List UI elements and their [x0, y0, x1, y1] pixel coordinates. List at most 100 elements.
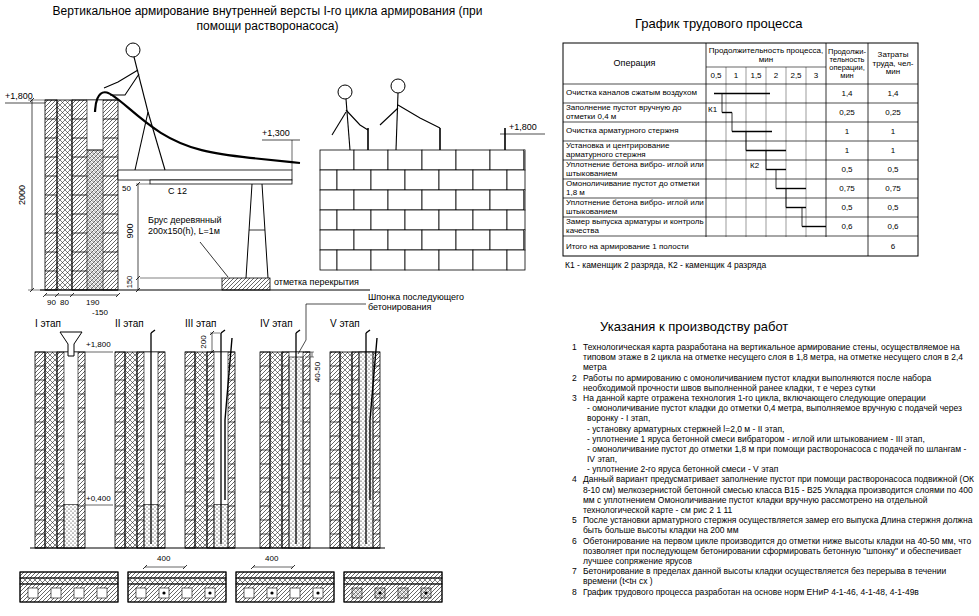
brick: [337, 210, 371, 230]
table-cell: 0,5: [868, 199, 918, 216]
instruction-body: Бетонирование в пределах данной высоты к…: [583, 566, 975, 586]
schedule-bar: [732, 131, 772, 132]
brick: [388, 150, 422, 170]
schedule-link: [746, 132, 747, 151]
mortar-joint: [103, 195, 118, 196]
mortar-joint: [103, 214, 118, 215]
table-cell: 1,4: [826, 85, 868, 102]
dimension-label: 80: [60, 298, 69, 307]
note-label: отметка перекрытия: [274, 277, 359, 287]
dimension-label: 90: [47, 298, 56, 307]
table-cell: 0,25: [826, 104, 868, 121]
mortar-joint: [115, 478, 125, 479]
block-void: [182, 588, 192, 598]
dimension-label: 50: [122, 184, 131, 193]
note-label: Шпонка последующего бетонирования: [368, 292, 480, 313]
instruction-number: 3: [572, 393, 583, 475]
schedule-link: [802, 208, 803, 227]
mortar-joint: [72, 233, 87, 234]
mortar-joint: [260, 520, 270, 521]
instruction-number: 4: [572, 474, 583, 515]
brick: [524, 150, 525, 170]
mortar-joint: [373, 450, 380, 451]
brick: [388, 230, 422, 250]
instruction-text: Бетонирование в пределах данной высоты к…: [583, 566, 975, 586]
mortar-joint: [78, 380, 85, 381]
void-channel: [64, 352, 78, 548]
worker-code: К2: [750, 161, 759, 170]
mortar-joint: [352, 520, 359, 521]
worker-figure: [110, 74, 139, 95]
instruction-item: 5После установки арматурного стержня осу…: [572, 515, 975, 535]
instruction-item: 4Данный вариант предусматривает заполнен…: [572, 474, 975, 515]
instruction-list: 1Технологическая карта разработана на ве…: [572, 342, 975, 597]
dimension-label: 2000: [17, 185, 27, 205]
mortar-joint: [330, 506, 340, 507]
channel-beam: [150, 180, 292, 184]
brick: [473, 210, 507, 230]
mortar-joint: [228, 394, 235, 395]
instruction-number: 7: [572, 566, 583, 586]
mortar-joint: [78, 464, 85, 465]
stand-leg: [262, 184, 268, 278]
mortar-joint: [228, 464, 235, 465]
table-cell: Замер выпуска арматуры и контроль качест…: [566, 218, 704, 235]
mortar-joint: [228, 534, 235, 535]
brick: [337, 250, 371, 270]
scaffold: [95, 92, 370, 292]
mortar-joint: [185, 380, 195, 381]
brick: [490, 230, 524, 250]
insulation-layer: [45, 352, 57, 548]
table-rule: [826, 43, 827, 237]
outer-verst: [45, 100, 57, 290]
dimension-line: [32, 100, 33, 290]
block-void: [244, 588, 254, 598]
mortar-joint: [185, 366, 195, 367]
instruction-text: На данной карте отражена технология 1-го…: [583, 393, 975, 403]
rebar: [504, 128, 506, 150]
mortar-joint: [158, 478, 165, 479]
mortar-joint: [303, 478, 310, 479]
mortar-joint: [57, 506, 64, 507]
instruction-text: - омоноличивание пустот кладки до отметк…: [583, 403, 975, 423]
mortar-joint: [115, 492, 125, 493]
worker-figure: [332, 112, 346, 135]
dimension-tick: [70, 293, 74, 297]
level-line: [262, 140, 300, 141]
mortar-joint: [115, 352, 125, 353]
mortar-joint: [282, 492, 289, 493]
outer-verst: [236, 572, 334, 578]
mortar-joint: [78, 436, 85, 437]
table-frame: [563, 43, 918, 256]
mortar-joint: [35, 436, 45, 437]
table-header: 3: [806, 68, 826, 83]
insulation-layer: [270, 352, 282, 548]
worker-head: [391, 79, 405, 93]
table-cell: Итого на армирование 1 полости: [566, 238, 824, 255]
mortar-joint: [78, 534, 85, 535]
mortar-joint: [137, 478, 144, 479]
outer-verst: [260, 352, 270, 548]
mortar-joint: [185, 422, 195, 423]
schedule-link: [732, 113, 733, 132]
table-cell: 6: [868, 238, 918, 255]
stage-label: V этап: [330, 318, 360, 330]
mortar-joint: [373, 534, 380, 535]
brick: [456, 150, 490, 170]
mortar-joint: [35, 492, 45, 493]
table-cell: 0,6: [826, 218, 868, 235]
dimension-label: +0,400: [86, 494, 111, 503]
mortar-joint: [373, 408, 380, 409]
mortar-joint: [103, 119, 118, 120]
block-void: [159, 588, 169, 598]
mortar-joint: [228, 506, 235, 507]
schedule-bar: [776, 188, 806, 189]
table-legend: К1 - каменщик 2 разряда, К2 - каменщик 4…: [565, 261, 766, 271]
mortar-joint: [35, 380, 45, 381]
brick: [422, 230, 456, 250]
table-cell: 1,4: [868, 85, 918, 102]
table-cell: Омоноличивание пустот до отметки 1,8 м: [566, 180, 704, 197]
mortar-joint: [373, 394, 380, 395]
worker-figure: [380, 108, 398, 125]
brick: [422, 150, 456, 170]
